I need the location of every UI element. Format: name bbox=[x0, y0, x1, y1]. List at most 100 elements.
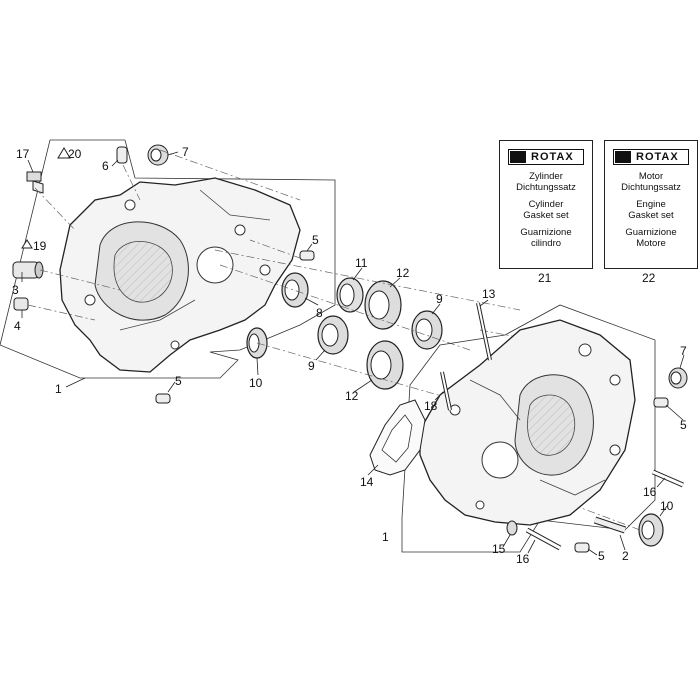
part-6-dowel bbox=[116, 146, 128, 164]
kit-text-en-1: Engine bbox=[636, 199, 666, 210]
kit-text-de-2: Dichtungssatz bbox=[516, 182, 576, 193]
callout-21: 21 bbox=[538, 271, 552, 285]
callout-14: 14 bbox=[360, 475, 374, 489]
kit-text-en-1: Cylinder bbox=[528, 199, 564, 210]
kit-text-en-2: Gasket set bbox=[523, 210, 569, 221]
left-case-boss-1 bbox=[234, 224, 246, 236]
part-8-bearing bbox=[281, 272, 309, 308]
callout-15: 15 bbox=[492, 542, 506, 556]
callout-5: 5 bbox=[598, 549, 605, 563]
callout-12: 12 bbox=[396, 266, 410, 280]
left-assembly-bracket bbox=[0, 139, 336, 379]
part-17-screw bbox=[26, 171, 44, 194]
callout-12: 12 bbox=[345, 389, 359, 403]
part-15-washer bbox=[506, 520, 518, 536]
callout-4: 4 bbox=[14, 319, 21, 333]
left-small-parts bbox=[12, 144, 315, 404]
callout-9: 9 bbox=[436, 292, 443, 306]
left-case-boss-4 bbox=[84, 294, 96, 306]
right-small-parts bbox=[369, 302, 688, 553]
right-case-boss-2 bbox=[609, 374, 621, 386]
brand-mark-icon bbox=[615, 151, 631, 163]
rotax-logo: ROTAX bbox=[508, 149, 584, 165]
callout-1: 1 bbox=[55, 382, 62, 396]
callout-11: 11 bbox=[355, 256, 368, 270]
part-11-seal bbox=[336, 277, 364, 313]
part-7-seal bbox=[147, 144, 169, 166]
callout-17: 17 bbox=[16, 147, 30, 161]
kit-text-it-2: cilindro bbox=[530, 238, 562, 249]
left-case-rib bbox=[119, 299, 196, 331]
callout-22: 22 bbox=[642, 271, 656, 285]
callout-6: 6 bbox=[102, 159, 109, 173]
right-case-boss-3 bbox=[609, 444, 621, 456]
right-case-bearing-seat bbox=[481, 441, 519, 479]
left-case-boss-5 bbox=[170, 340, 180, 350]
right-case-rib bbox=[539, 479, 606, 496]
callout-3: 3 bbox=[12, 283, 19, 297]
part-16-bolt bbox=[525, 527, 562, 551]
part-9-bearing bbox=[411, 310, 443, 350]
part-16-bolt bbox=[652, 469, 684, 488]
middle-bearings-group bbox=[317, 277, 443, 390]
part-7-seal bbox=[668, 367, 688, 389]
callout-5: 5 bbox=[680, 418, 687, 432]
right-case-boss-5 bbox=[475, 500, 485, 510]
callout-13: 13 bbox=[482, 287, 496, 301]
left-case-boss-3 bbox=[124, 199, 136, 211]
left-case-rib bbox=[199, 189, 271, 221]
kit-text-en-2: Gasket set bbox=[628, 210, 674, 221]
callout-18: 18 bbox=[424, 399, 438, 413]
callout-9: 9 bbox=[308, 359, 315, 373]
right-case-rib bbox=[469, 379, 521, 421]
part-5-dowel bbox=[653, 397, 669, 408]
brand-mark-icon bbox=[510, 151, 526, 163]
leader-lines bbox=[21, 151, 685, 556]
right-case-boss-1 bbox=[578, 343, 592, 357]
callout-19: 19 bbox=[33, 239, 47, 253]
right-case-boss-4 bbox=[449, 404, 461, 416]
right-case-inner-web bbox=[527, 394, 576, 456]
part-9-bearing bbox=[317, 315, 349, 355]
left-case-bearing-seat bbox=[196, 246, 234, 284]
right-assembly-bracket bbox=[401, 304, 656, 553]
engine-gasket-kit-card: ROTAX Motor Dichtungssatz Engine Gasket … bbox=[604, 140, 698, 269]
part-5-dowel bbox=[155, 393, 171, 404]
left-crankcase-group bbox=[0, 139, 336, 379]
callout-10: 10 bbox=[660, 499, 674, 513]
part-12-bearing bbox=[364, 280, 402, 330]
callout-5: 5 bbox=[312, 233, 319, 247]
part-5-dowel bbox=[299, 250, 315, 261]
kit-text-it-1: Guarnizione bbox=[520, 227, 572, 238]
callout-20: 20 bbox=[68, 147, 82, 161]
kit-text-it-1: Guarnizione bbox=[625, 227, 677, 238]
part-20-clip bbox=[57, 147, 71, 159]
kit-text-it-2: Motore bbox=[636, 238, 666, 249]
brand-wordmark: ROTAX bbox=[636, 151, 679, 163]
part-12-bearing bbox=[366, 340, 404, 390]
rotax-logo: ROTAX bbox=[613, 149, 689, 165]
callout-10: 10 bbox=[249, 376, 263, 390]
part-4-bushing bbox=[13, 297, 29, 311]
left-case-inner-web bbox=[113, 241, 173, 303]
callout-2: 2 bbox=[622, 549, 629, 563]
callout-1: 1 bbox=[382, 530, 389, 544]
part-2-pin bbox=[593, 516, 627, 534]
kit-text-de-1: Zylinder bbox=[529, 171, 563, 182]
callout-7: 7 bbox=[680, 344, 687, 358]
callout-5: 5 bbox=[175, 374, 182, 388]
brand-wordmark: ROTAX bbox=[531, 151, 574, 163]
part-3-bushing bbox=[12, 261, 44, 279]
callout-labels: 17 20 6 7 19 3 4 1 5 5 8 10 11 12 9 12 9… bbox=[12, 145, 687, 566]
right-crankcase-group bbox=[401, 304, 656, 553]
part-5-dowel bbox=[574, 542, 590, 553]
callout-16: 16 bbox=[643, 485, 657, 499]
callout-8: 8 bbox=[316, 306, 323, 320]
kit-text-de-1: Motor bbox=[638, 171, 664, 182]
part-10-seal bbox=[638, 513, 664, 547]
part-19-clip bbox=[21, 239, 33, 249]
callout-7: 7 bbox=[182, 145, 189, 159]
cylinder-gasket-kit-card: ROTAX Zylinder Dichtungssatz Cylinder Ga… bbox=[499, 140, 593, 269]
left-case-boss-2 bbox=[259, 264, 271, 276]
